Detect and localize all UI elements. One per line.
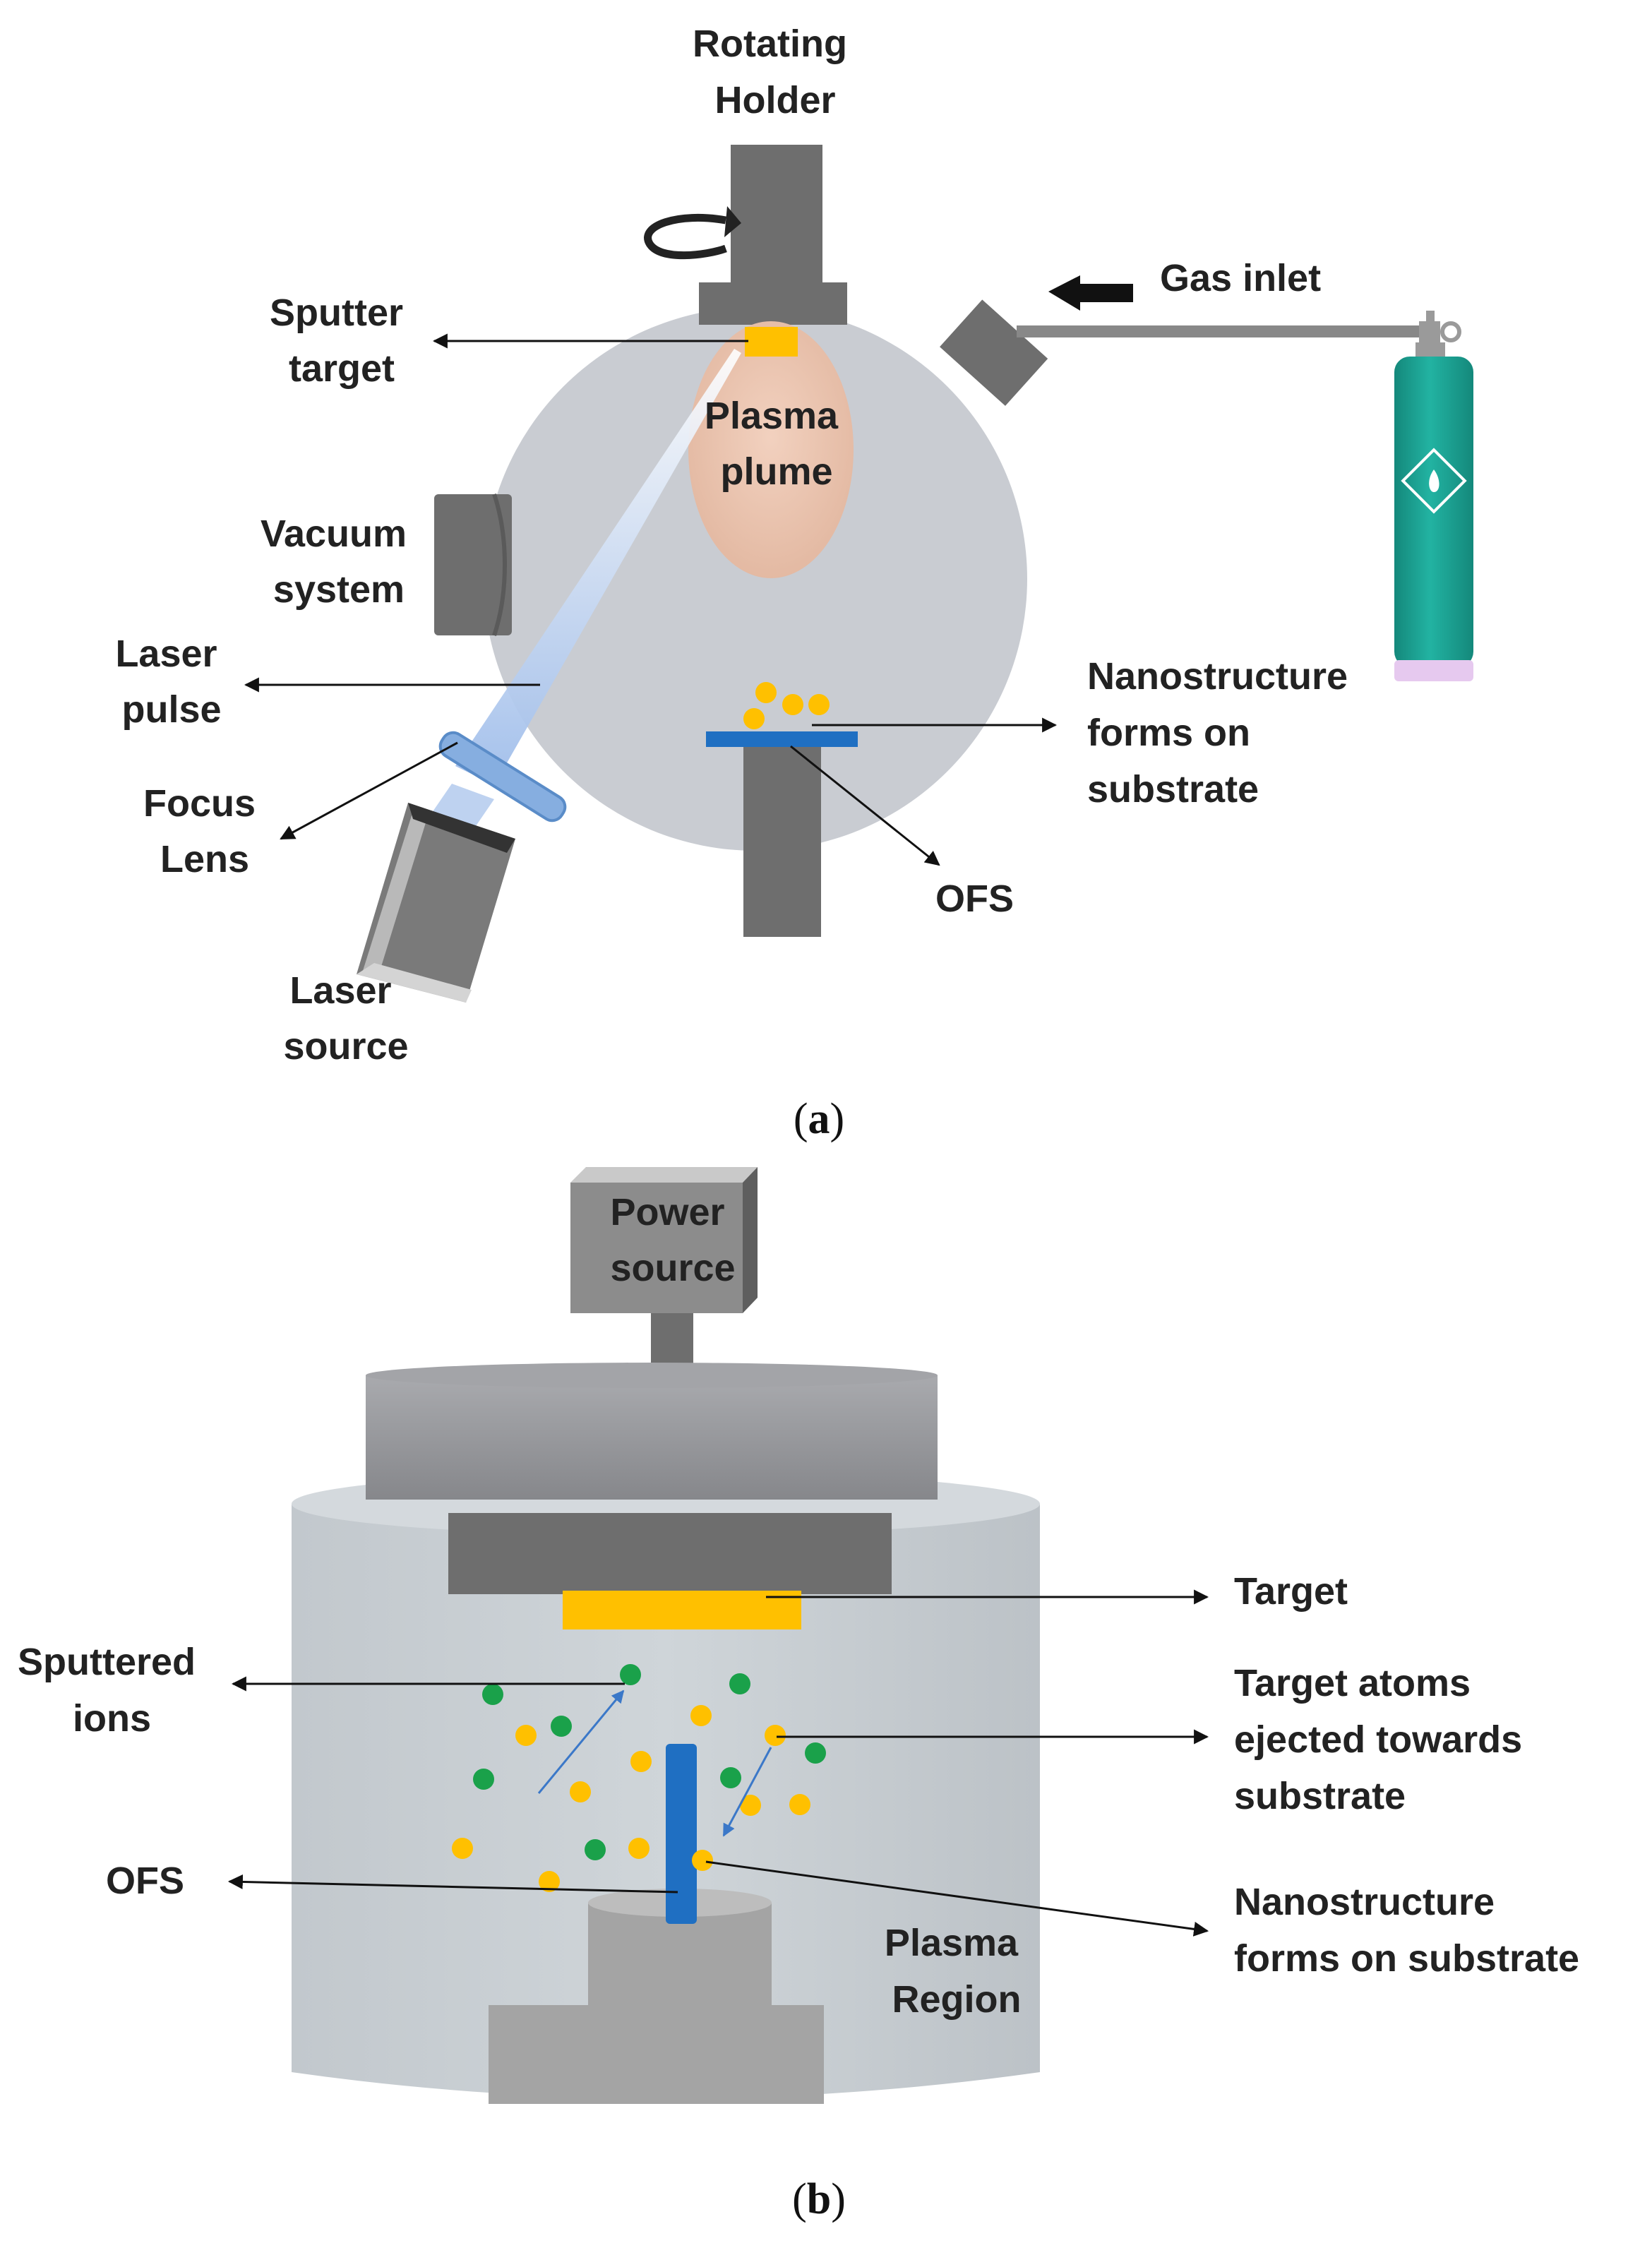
- sputter-target: [745, 327, 798, 357]
- ofs-arrow-b: [227, 1874, 678, 1894]
- plasma-plume: [688, 321, 854, 578]
- label-laser-pulse: Laser pulse: [115, 633, 227, 731]
- label-ofs-b: OFS: [106, 1860, 184, 1902]
- vacuum-chamber: [484, 307, 1027, 851]
- gas-bottle: [1394, 357, 1473, 681]
- focus-lens: [438, 731, 567, 823]
- caption-a: (a): [794, 1095, 844, 1143]
- sputtered-ions: [473, 1664, 826, 1860]
- ofs-arrow: [790, 745, 940, 866]
- label-rotating-holder: Rotating Holder: [693, 23, 858, 121]
- label-target-atoms: Target atoms ejected towards substrate: [1234, 1662, 1533, 1817]
- label-plasma-region: Plasma Region: [885, 1922, 1029, 2021]
- label-plasma-plume: Plasma plume: [705, 395, 849, 493]
- target-b: [563, 1591, 801, 1629]
- base-pedestal: [489, 2005, 824, 2104]
- laser-source: [357, 803, 515, 1003]
- rotating-holder-shaft: [731, 145, 822, 297]
- atom-motion-arrow: [722, 1747, 772, 1837]
- label-target: Target: [1234, 1570, 1348, 1613]
- label-vacuum-system: Vacuum system: [261, 513, 417, 611]
- label-ofs-a: OFS: [935, 878, 1014, 920]
- label-nanostructure-a: Nanostructure forms on substrate: [1087, 655, 1358, 811]
- label-laser-source: Laser source: [283, 969, 408, 1067]
- gas-valve: [1415, 311, 1461, 357]
- laser-beam: [455, 349, 741, 785]
- target-atoms: [452, 1705, 810, 1892]
- label-gas-inlet: Gas inlet: [1160, 257, 1321, 299]
- gas-inlet-arrow-icon: [1048, 275, 1133, 311]
- gas-pipe: [1017, 325, 1426, 337]
- rotating-holder-flange: [699, 282, 847, 325]
- substrate: [706, 731, 858, 747]
- substrate-stage: [743, 745, 821, 937]
- ion-motion-arrow: [537, 1689, 625, 1794]
- power-source-box: [570, 1167, 758, 1313]
- label-power-source: Power source: [610, 1191, 735, 1289]
- label-focus-lens: Focus Lens: [143, 782, 266, 880]
- rotation-arrow-icon: [644, 213, 727, 260]
- gas-inlet-port: [940, 299, 1048, 406]
- label-sputtered-ions: Sputtered ions: [18, 1641, 206, 1740]
- chamber-lid: [366, 1375, 938, 1500]
- ofs-fiber: [666, 1744, 697, 1924]
- label-sputter-target: Sputter target: [270, 292, 414, 390]
- nanostructure-arrow-b: [705, 1860, 1209, 1937]
- panel-b: Power source Target Sputtered ions Targe…: [18, 1167, 1579, 2223]
- panel-a: Rotating Holder Gas inlet Sputter target…: [115, 23, 1473, 1143]
- label-nanostructure-b: Nanostructure forms on substrate: [1234, 1881, 1579, 1980]
- nanoparticles: [743, 682, 830, 729]
- magnetron-block: [448, 1513, 892, 1594]
- caption-b: (b): [792, 2175, 846, 2223]
- focus-lens-arrow: [280, 741, 458, 840]
- vacuum-system-port: [434, 494, 512, 635]
